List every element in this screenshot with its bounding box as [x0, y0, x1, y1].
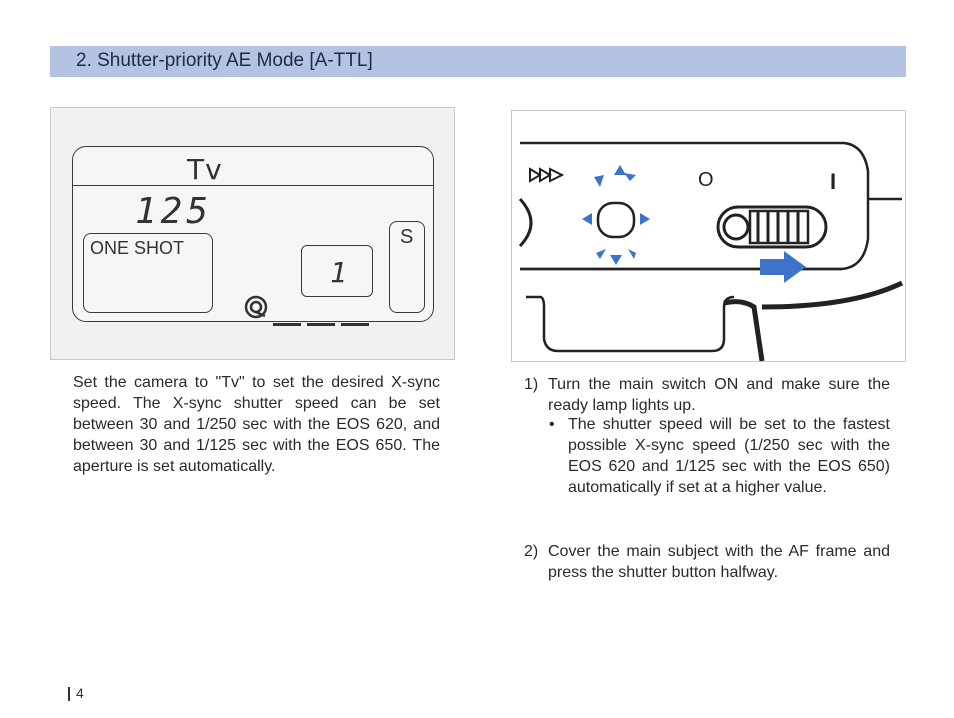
page-number-mark: [68, 687, 70, 701]
step-number: 1): [524, 376, 539, 393]
page-number: 4: [76, 685, 84, 701]
section-title: 2. Shutter-priority AE Mode [A-TTL]: [76, 50, 373, 71]
main-switch-icon: [716, 205, 828, 249]
lcd-af-mode-box: ONE SHOT: [83, 233, 213, 313]
step-text: Cover the main subject with the AF frame…: [548, 543, 890, 581]
bullet-icon: •: [549, 416, 555, 433]
lcd-display: Tv 125 ONE SHOT 1 S: [72, 146, 434, 326]
lcd-af-mode: ONE SHOT: [90, 238, 185, 258]
lcd-dash: [307, 323, 335, 326]
arrow-right-icon: [760, 251, 806, 283]
lcd-drive-mode-box: S: [389, 221, 425, 313]
lcd-dash: [273, 323, 301, 326]
intro-paragraph: Set the camera to "Tv" to set the desire…: [73, 374, 440, 475]
lcd-frame-counter: 1: [330, 256, 347, 289]
switch-label-on: I: [830, 169, 836, 194]
step-number: 2): [524, 543, 539, 560]
lcd-divider: [73, 185, 433, 186]
switch-label-off: O: [698, 169, 714, 191]
lcd-frame-counter-box: 1: [301, 245, 373, 297]
section-header-bar: 2. Shutter-priority AE Mode [A-TTL]: [50, 46, 906, 77]
camera-top-figure: O I: [511, 110, 906, 362]
camera-top-diagram: O I: [518, 141, 904, 362]
lcd-dash: [341, 323, 369, 326]
lcd-shutter-speed: 125: [135, 191, 213, 232]
lcd-drive-mode: S: [400, 226, 414, 248]
lcd-panel-figure: Tv 125 ONE SHOT 1 S: [50, 107, 455, 360]
focus-confirm-icon: [244, 295, 268, 319]
step-text: Turn the main switch ON and make sure th…: [548, 376, 890, 414]
lcd-mode-indicator: Tv: [187, 153, 223, 186]
ready-lamp-icon: [582, 165, 650, 265]
fast-forward-icon: [529, 167, 565, 183]
bullet-text: The shutter speed will be set to the fas…: [568, 416, 890, 496]
